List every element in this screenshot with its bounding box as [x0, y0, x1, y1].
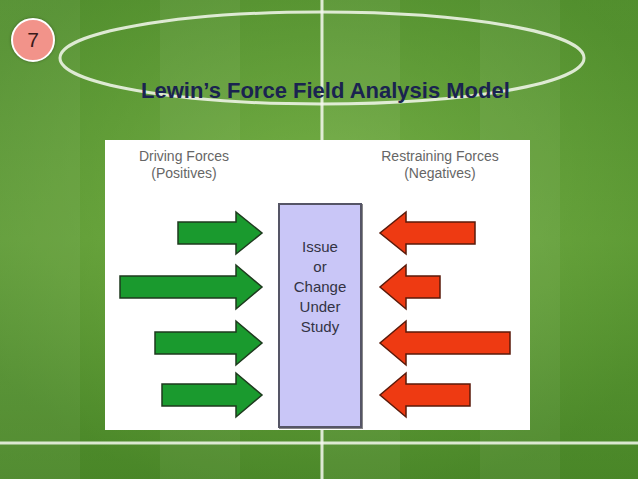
- restraining-arrow: [380, 212, 475, 254]
- restraining-arrow: [380, 265, 440, 309]
- slide-title: Lewin’s Force Field Analysis Model: [141, 78, 510, 104]
- field-line: [0, 442, 638, 445]
- issue-box: Issue or Change Under Study: [278, 203, 362, 428]
- driving-arrow: [162, 373, 262, 417]
- driving-arrow: [155, 321, 262, 365]
- mowing-stripes: [0, 0, 560, 479]
- callout-circle: 7: [11, 18, 55, 62]
- restraining-arrow: [380, 321, 510, 365]
- restraining-arrows: [380, 212, 510, 417]
- driving-arrow: [120, 265, 262, 309]
- node-text-holder: 7: [27, 28, 39, 52]
- driving-forces-label: Driving Forces (Positives): [109, 148, 259, 182]
- callout-number: 7: [27, 28, 39, 52]
- issue-text: Issue or Change Under Study: [294, 237, 347, 337]
- driving-arrow: [178, 212, 262, 254]
- restraining-arrow: [380, 373, 470, 417]
- driving-arrows: [120, 212, 262, 417]
- figure-panel: [105, 140, 530, 430]
- restraining-forces-label: Restraining Forces (Negatives): [360, 148, 520, 182]
- node-text-holder: Issue or Change Under Study: [294, 205, 347, 337]
